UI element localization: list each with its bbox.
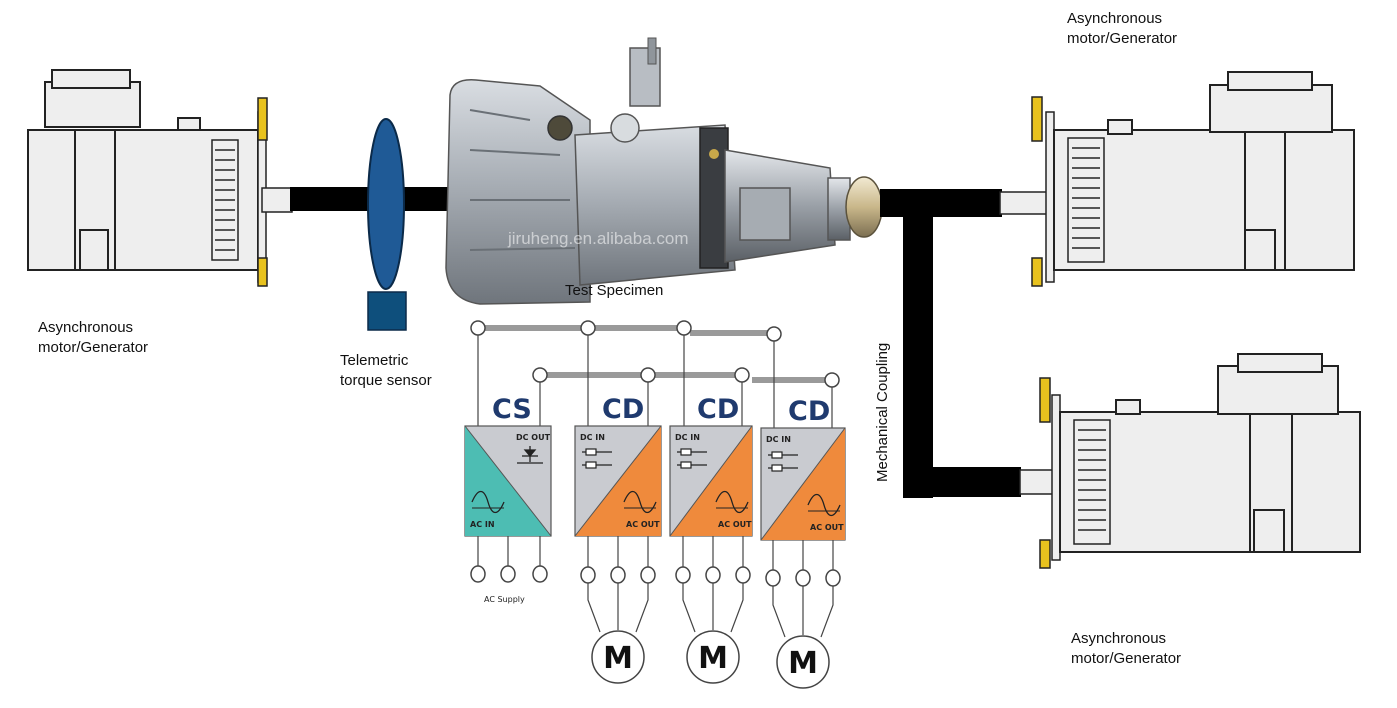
resistor-icon: [677, 448, 707, 469]
motor-left: [27, 69, 293, 287]
converter-title: CS: [492, 394, 532, 425]
converter-cs: CS DC OUT AC IN: [464, 394, 552, 537]
motor-top-right: [999, 71, 1355, 287]
converter-title: CD: [697, 394, 739, 425]
torque-sensor-label: Telemetric torque sensor: [340, 352, 432, 389]
motor-left-label: Asynchronous motor/Generator: [38, 319, 148, 356]
converter-bottom-label: AC OUT: [626, 520, 660, 529]
sine-wave-icon: [715, 490, 749, 514]
dc-bus-terminals: [470, 320, 840, 388]
converter-cd-3: CD DC IN AC OUT: [760, 396, 846, 541]
svg-text:M: M: [603, 641, 633, 676]
converter-top-label: DC IN: [766, 435, 791, 444]
test-specimen-label: Test Specimen: [565, 282, 663, 299]
converter-bottom-label: AC IN: [470, 520, 495, 529]
ac-wiring: [477, 536, 834, 638]
ac-terminals: [470, 565, 841, 587]
watermark-text: jiruheng.en.alibaba.com: [507, 229, 689, 248]
converter-top-label: DC OUT: [516, 433, 551, 442]
dc-bus-drops: [477, 335, 833, 428]
dc-bus: [484, 325, 832, 383]
sine-wave-icon: [807, 493, 841, 517]
mechanical-coupling-label: Mechanical Coupling: [874, 343, 891, 482]
diode-icon: [517, 446, 543, 464]
mechanical-coupling-shaft: [880, 189, 1021, 498]
resistor-icon: [768, 451, 798, 472]
motor-bottom-right: [1019, 353, 1361, 569]
resistor-icon: [582, 448, 612, 469]
gearbox-test-specimen: jiruheng.en.alibaba.com: [445, 37, 883, 305]
converter-title: CD: [788, 396, 830, 427]
converter-top-label: DC IN: [675, 433, 700, 442]
converter-cd-2: CD DC IN AC OUT: [669, 394, 753, 537]
motor-top-right-label: Asynchronous motor/Generator: [1067, 10, 1177, 47]
motor-symbol-1: M: [591, 630, 645, 684]
svg-text:M: M: [698, 641, 728, 676]
converter-title: CD: [602, 394, 644, 425]
telemetric-torque-sensor: [367, 118, 407, 331]
converter-bottom-label: AC OUT: [810, 523, 844, 532]
converter-top-label: DC IN: [580, 433, 605, 442]
converter-bottom-label: AC OUT: [718, 520, 752, 529]
sine-wave-icon: [623, 490, 657, 514]
motor-bottom-right-label: Asynchronous motor/Generator: [1071, 630, 1181, 667]
motor-symbol-3: M: [776, 635, 830, 689]
ac-supply-label: AC Supply: [484, 595, 525, 604]
converter-cd-1: CD DC IN AC OUT: [574, 394, 662, 537]
motor-symbol-2: M: [686, 630, 740, 684]
svg-text:M: M: [788, 646, 818, 681]
sine-wave-icon: [471, 490, 505, 514]
